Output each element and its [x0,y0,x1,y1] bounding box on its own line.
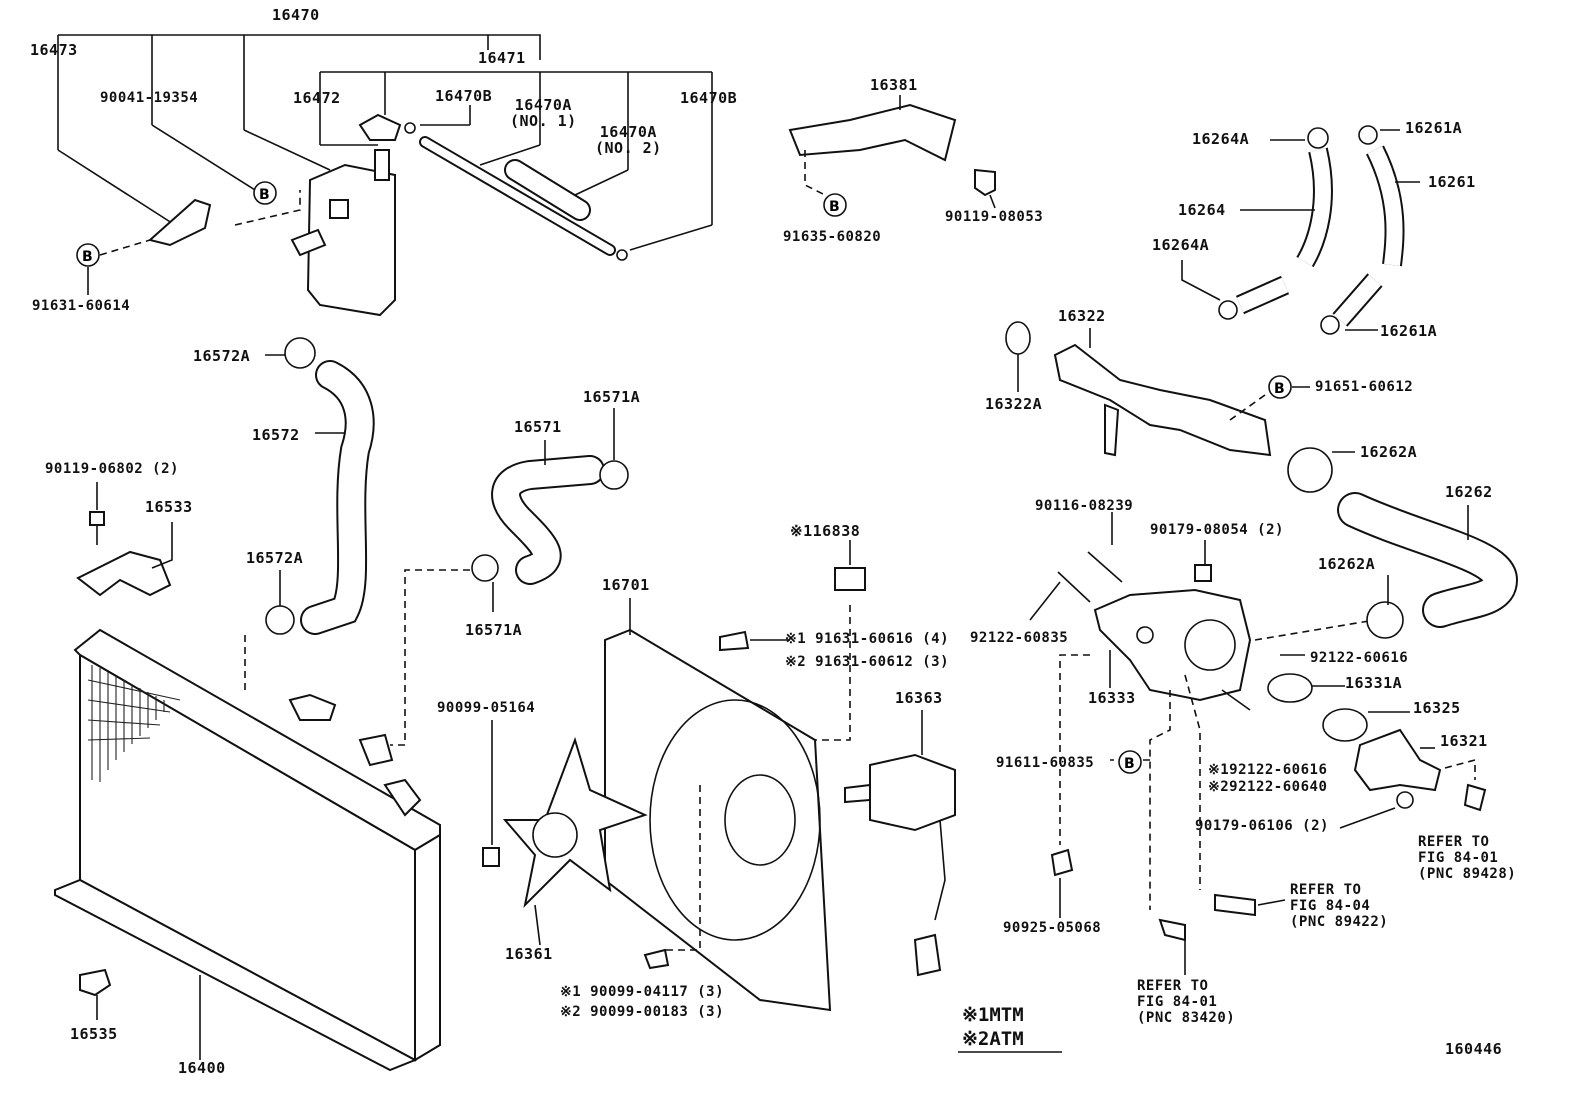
label-90925-05068: 90925-05068 [1003,920,1102,936]
hose-16572 [244,337,375,690]
fan-motor-16363 [844,710,956,977]
label-91631-60614: 91631-60614 [32,298,131,314]
legend-atm: ※2ATM [962,1028,1024,1050]
label-91631-60612: ※2 91631-60612 (3) [785,654,950,670]
label-16322: 16322 [1058,307,1106,325]
label-92122-60835: 92122-60835 [970,630,1069,646]
label-91635-60820: 91635-60820 [783,229,882,245]
label-16472: 16472 [293,89,341,107]
label-16572A-b: 16572A [246,549,304,567]
label-16262A-a: 16262A [1360,443,1418,461]
label-16363: 16363 [895,689,943,707]
cushion-16535 [79,968,112,1020]
nut-90099-05164 [482,720,500,867]
leader-lines-16470 [57,34,713,251]
label-16470: 16470 [272,6,320,24]
label-16571A-b: 16571A [465,621,523,639]
label-16473: 16473 [30,41,78,59]
hose-16571 [390,408,629,746]
label-16470A-no1: 16470A (NO. 1) [510,96,577,130]
label-16572: 16572 [252,426,300,444]
svg-text:B: B [82,249,93,265]
fan-16361 [502,736,648,946]
label-16535: 16535 [70,1025,118,1043]
label-16381: 16381 [870,76,918,94]
water-pipe-16322: B [1005,321,1355,493]
label-16264A-a: 16264A [1192,130,1250,148]
label-16333: 16333 [1088,689,1136,707]
bracket-16473 [147,190,301,247]
label-refer-89422: REFER TO FIG 84-04 (PNC 89422) [1290,882,1389,930]
label-16264: 16264 [1178,201,1226,219]
label-90179-06106: 90179-06106 (2) [1195,818,1329,834]
gasket-16325 [1322,708,1410,742]
label-16262: 16262 [1445,483,1493,501]
label-16470B-b: 16470B [680,89,738,107]
label-91611-60835: 91611-60835 [996,755,1095,771]
reservoir-cap [358,113,416,141]
label-90116-08239: 90116-08239 [1035,498,1134,514]
label-16571A-a: 16571A [583,388,641,406]
label-90119-06802: 90119-06802 (2) [45,461,179,477]
label-90179-08054: 90179-08054 (2) [1150,522,1284,538]
label-16471: 16471 [478,49,526,67]
fan-shroud-16701 [604,598,851,1012]
label-92122-60616: 92122-60616 [1310,650,1409,666]
label-90119-08053: 90119-08053 [945,209,1044,225]
hose-16261 [1320,125,1420,335]
label-16331A: 16331A [1345,674,1403,692]
label-16261: 16261 [1428,173,1476,191]
label-16701: 16701 [602,576,650,594]
svg-text:B: B [259,187,270,203]
label-16533: 16533 [145,498,193,516]
svg-text:B: B [1274,381,1285,397]
label-91631-60616: ※1 91631-60616 (4) [785,631,950,647]
label-16262A-b: 16262A [1318,555,1376,573]
overflow-hose [419,136,628,261]
label-16361: 16361 [505,945,553,963]
hose-16264 [1181,127,1333,320]
label-16261A-a: 16261A [1405,119,1463,137]
label-90099-00183: ※2 90099-00183 (3) [560,1004,725,1020]
clip-116838 [834,540,866,591]
svg-text:B: B [829,199,840,215]
label-192122-60616: ※192122-60616 [1208,762,1328,778]
reservoir-tank [290,149,396,317]
label-16264A-b: 16264A [1152,236,1210,254]
diagram-id: 160446 [1445,1040,1503,1058]
label-91651-60612: 91651-60612 [1315,379,1414,395]
radiator-16400 [54,628,441,1072]
label-16261A-b: 16261A [1380,322,1438,340]
bracket-16381: B [788,95,996,217]
outlet-16321 [1339,728,1487,829]
label-16400: 16400 [178,1059,226,1077]
b-marker-1: B [253,181,277,205]
svg-text:B: B [1124,756,1135,772]
label-116838: ※116838 [790,522,861,540]
label-90041-19354: 90041-19354 [100,90,199,106]
label-refer-83420: REFER TO FIG 84-01 (PNC 83420) [1137,978,1236,1026]
label-90099-05164: 90099-05164 [437,700,536,716]
label-90099-04117: ※1 90099-04117 (3) [560,984,725,1000]
hose-16262 [1337,492,1519,628]
label-refer-89428: REFER TO FIG 84-01 (PNC 89428) [1418,834,1517,882]
label-16470A-no2: 16470A (NO. 2) [595,123,662,157]
bracket-16533 [76,482,173,597]
label-16470B-a: 16470B [435,87,493,105]
sensors [1050,848,1286,975]
water-inlet-16333: B [1029,512,1404,910]
label-16321: 16321 [1440,732,1488,750]
thermostat-16331A [1267,673,1345,703]
label-292122-60640: ※292122-60640 [1208,779,1328,795]
b-marker-2: B [76,239,151,295]
label-16322A: 16322A [985,395,1043,413]
label-16572A-a: 16572A [193,347,251,365]
legend-mtm: ※1MTM [962,1004,1024,1026]
label-16571: 16571 [514,418,562,436]
label-16325: 16325 [1413,699,1461,717]
